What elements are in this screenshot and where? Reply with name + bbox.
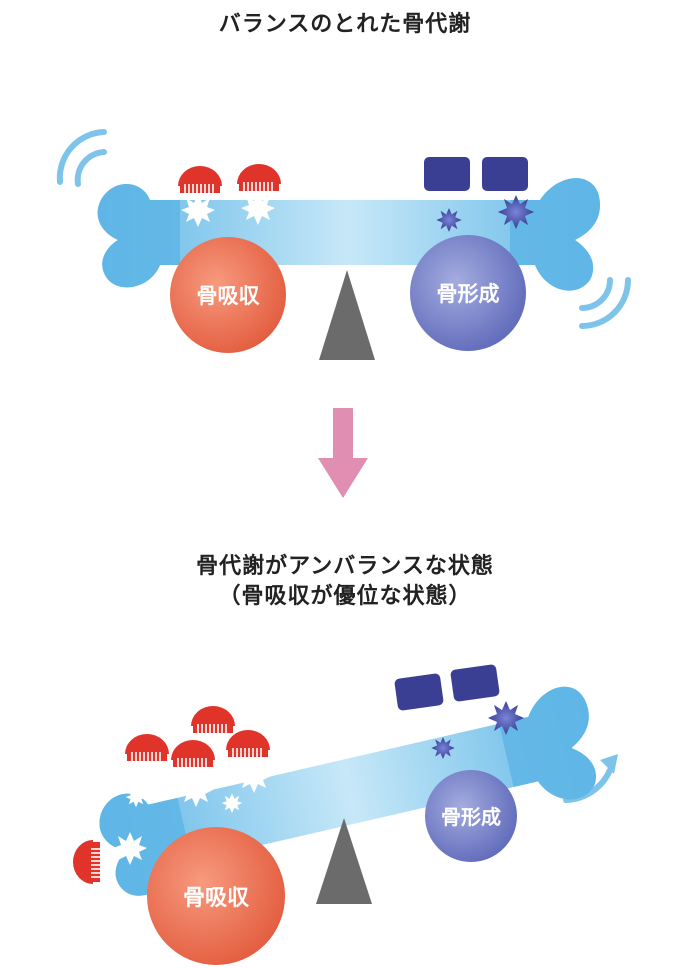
resorption-circle: 骨吸収 xyxy=(147,827,285,965)
resorption-circle: 骨吸収 xyxy=(170,237,286,353)
formation-circle: 骨形成 xyxy=(410,235,526,351)
motion-arc-icon xyxy=(579,277,631,329)
down-arrow-icon xyxy=(318,408,368,498)
resorption-label: 骨吸収 xyxy=(197,284,261,308)
bone-shape xyxy=(97,178,601,291)
resorption-label: 骨吸収 xyxy=(183,886,250,911)
formation-label: 骨形成 xyxy=(437,282,500,306)
motion-arc-icon xyxy=(563,754,618,803)
bottom-title-line2: （骨吸収が優位な状態） xyxy=(218,584,472,609)
formation-label: 骨形成 xyxy=(441,805,501,829)
osteoblast-icon xyxy=(424,157,528,191)
formation-circle: 骨形成 xyxy=(425,770,517,862)
fulcrum-icon xyxy=(319,270,375,360)
bottom-unbalanced-diagram: 骨形成 骨吸収 xyxy=(72,664,618,965)
fulcrum-icon xyxy=(316,818,372,904)
bottom-title-line1: 骨代謝がアンバランスな状態 xyxy=(196,554,494,579)
motion-arc-icon xyxy=(56,129,107,187)
top-title: バランスのとれた骨代謝 xyxy=(218,12,472,37)
top-balanced-diagram: 骨吸収 骨形成 xyxy=(56,129,631,360)
osteoclast-icon xyxy=(177,163,282,194)
osteoblast-icon xyxy=(394,664,500,711)
